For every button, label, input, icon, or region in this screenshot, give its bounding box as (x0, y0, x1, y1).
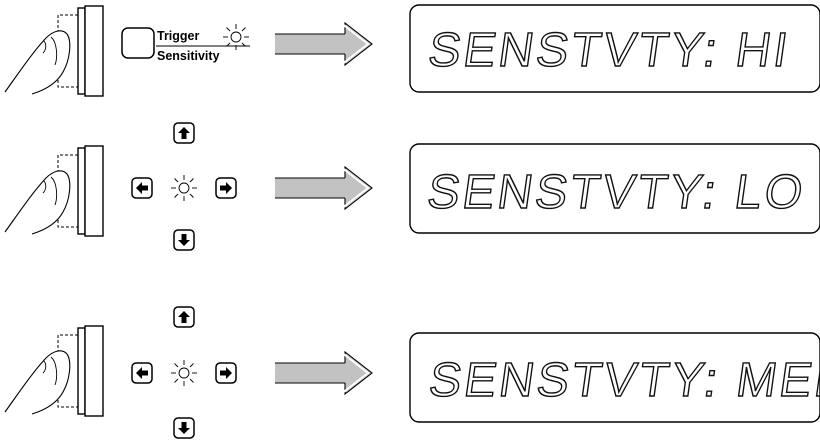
finger-press-icon (4, 5, 104, 97)
arrow-keypad (131, 306, 237, 439)
down-arrow-key-icon[interactable] (173, 417, 195, 439)
finger-press-icon (4, 325, 104, 417)
display-text-hi: SENSTVTY: HI (425, 23, 794, 77)
right-arrow-icon (274, 351, 373, 395)
down-arrow-key-icon[interactable] (173, 229, 195, 251)
lcd-display-2: SENSTVTY: LO (409, 143, 820, 234)
up-arrow-key-icon[interactable] (173, 306, 195, 328)
indicator-light-icon (170, 174, 198, 202)
step-3: SENSTVTY: MED (4, 306, 820, 439)
left-arrow-key-icon[interactable] (131, 177, 153, 199)
display-text-lo: SENSTVTY: LO (424, 165, 809, 219)
up-arrow-key-icon[interactable] (173, 122, 195, 144)
right-arrow-key-icon[interactable] (215, 362, 237, 384)
right-arrow-icon (274, 22, 373, 66)
right-arrow-key-icon[interactable] (215, 177, 237, 199)
button-label-sensitivity: Sensitivity (157, 49, 220, 63)
right-arrow-icon (274, 166, 373, 210)
arrow-keypad (131, 122, 237, 251)
indicator-light-icon (170, 359, 198, 387)
finger-press-icon (4, 145, 104, 237)
lcd-display-1: SENSTVTY: HI (409, 4, 820, 93)
step-2: SENSTVTY: LO (4, 122, 820, 251)
indicator-light-icon (222, 23, 250, 51)
trigger-sensitivity-button[interactable]: Trigger Sensitivity (121, 23, 250, 63)
step-1: Trigger Sensitivity SENSTVTY: HI (4, 4, 820, 97)
lcd-display-3: SENSTVTY: MED (409, 332, 820, 423)
button-label-trigger: Trigger (157, 29, 200, 43)
left-arrow-key-icon[interactable] (131, 362, 153, 384)
display-text-med: SENSTVTY: MED (426, 353, 820, 407)
